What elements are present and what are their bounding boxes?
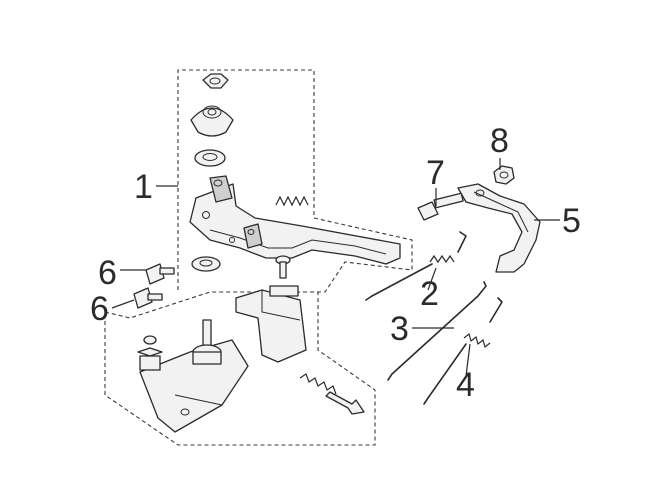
control-bracket bbox=[457, 183, 541, 273]
callout-6-lower: 6 bbox=[90, 290, 109, 328]
throttle-rod bbox=[387, 281, 487, 381]
bracket-screw bbox=[275, 255, 291, 279]
callout-7: 7 bbox=[426, 154, 445, 192]
lower-clip bbox=[137, 335, 163, 371]
callout-8: 8 bbox=[490, 122, 509, 160]
hex-bolt-lower bbox=[133, 287, 163, 309]
callout-6-upper: 6 bbox=[98, 254, 117, 292]
throttle-lever bbox=[189, 175, 401, 265]
governor-shaft bbox=[192, 319, 222, 365]
top-nut bbox=[202, 73, 229, 89]
mounting-bracket bbox=[235, 285, 307, 363]
callout-4: 4 bbox=[456, 366, 475, 404]
lower-washer bbox=[191, 256, 221, 272]
flat-washer bbox=[194, 149, 226, 167]
callout-1: 1 bbox=[134, 168, 153, 206]
callout-3: 3 bbox=[390, 310, 409, 348]
callout-2: 2 bbox=[420, 275, 439, 313]
hex-bolt-upper bbox=[145, 263, 175, 285]
lever-spring bbox=[275, 195, 309, 207]
control-screw bbox=[417, 192, 464, 221]
assembly-boundary-lower bbox=[104, 291, 376, 446]
governor-spring bbox=[423, 297, 503, 405]
control-nut bbox=[493, 165, 515, 185]
assembly-boundary-1 bbox=[177, 69, 413, 293]
leader-lines bbox=[111, 158, 560, 377]
spring-plate bbox=[190, 105, 234, 137]
return-spring bbox=[365, 231, 467, 301]
callout-5: 5 bbox=[562, 202, 581, 240]
adjusting-screw bbox=[299, 373, 365, 415]
